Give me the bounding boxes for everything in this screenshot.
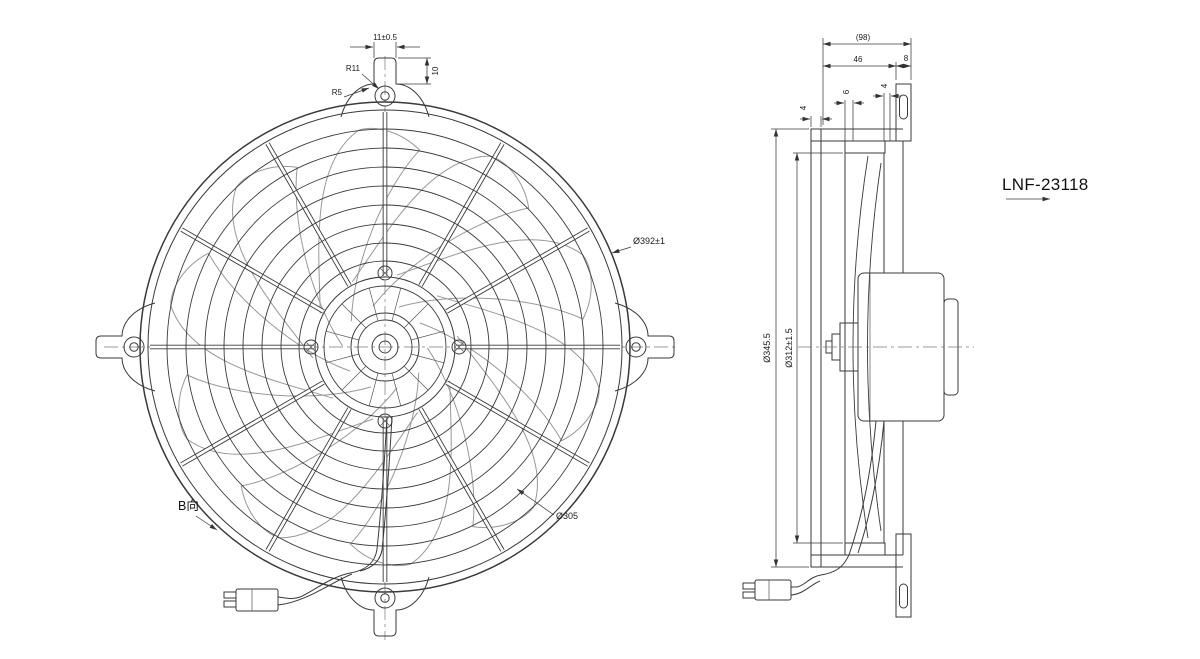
section-hatch-bottom xyxy=(844,542,886,556)
side-motor xyxy=(798,272,974,422)
side-flange xyxy=(810,128,822,568)
rear-bracket-top xyxy=(895,83,912,142)
dim-dia-blade-ring: Ø305 xyxy=(556,511,578,521)
dim-bracket-depth: 8 xyxy=(904,54,909,63)
front-dimensions: 11±0.5 10 R11 R5 Ø392±1 Ø305 B向 xyxy=(178,33,665,531)
connector-pin xyxy=(223,600,237,608)
dim-tab-height: 10 xyxy=(431,66,440,75)
dim-r11: R11 xyxy=(346,64,361,73)
dim-tab-width: 11±0.5 xyxy=(373,33,397,42)
front-wire-connector xyxy=(223,416,393,612)
section-hatch-top xyxy=(844,140,886,154)
guard-rings xyxy=(139,101,631,593)
front-view: 11±0.5 10 R11 R5 Ø392±1 Ø305 B向 xyxy=(95,33,676,640)
side-connector xyxy=(754,579,792,601)
view-direction-label: B向 xyxy=(178,498,199,513)
dim-r5: R5 xyxy=(332,88,343,97)
dim-overall-depth: (98) xyxy=(856,33,871,42)
rear-bracket-bottom xyxy=(895,533,912,618)
hub xyxy=(303,265,467,429)
connector-pin xyxy=(742,582,756,590)
connector-pin xyxy=(742,591,756,599)
bracket-slot xyxy=(899,583,908,609)
part-number: LNF-23118 xyxy=(1002,175,1089,194)
dim-step-6: 6 xyxy=(842,89,851,94)
side-dimensions: (98) 46 8 4 6 4 xyxy=(762,33,912,568)
part-number-label: LNF-23118 xyxy=(1002,175,1089,202)
front-connector xyxy=(235,588,279,612)
dim-dia-blade: Ø312±1.5 xyxy=(784,328,794,367)
dim-step-4: 4 xyxy=(880,83,889,88)
dim-body-depth: 46 xyxy=(854,55,863,64)
bracket-slot xyxy=(899,94,908,120)
dim-dia-guard: Ø392±1 xyxy=(633,236,665,246)
side-view: (98) 46 8 4 6 4 xyxy=(742,33,974,618)
dim-flange: 4 xyxy=(799,105,808,110)
dim-dia-shroud: Ø345.5 xyxy=(762,333,772,363)
connector-pin xyxy=(223,591,237,599)
side-wire-connector xyxy=(742,420,885,601)
